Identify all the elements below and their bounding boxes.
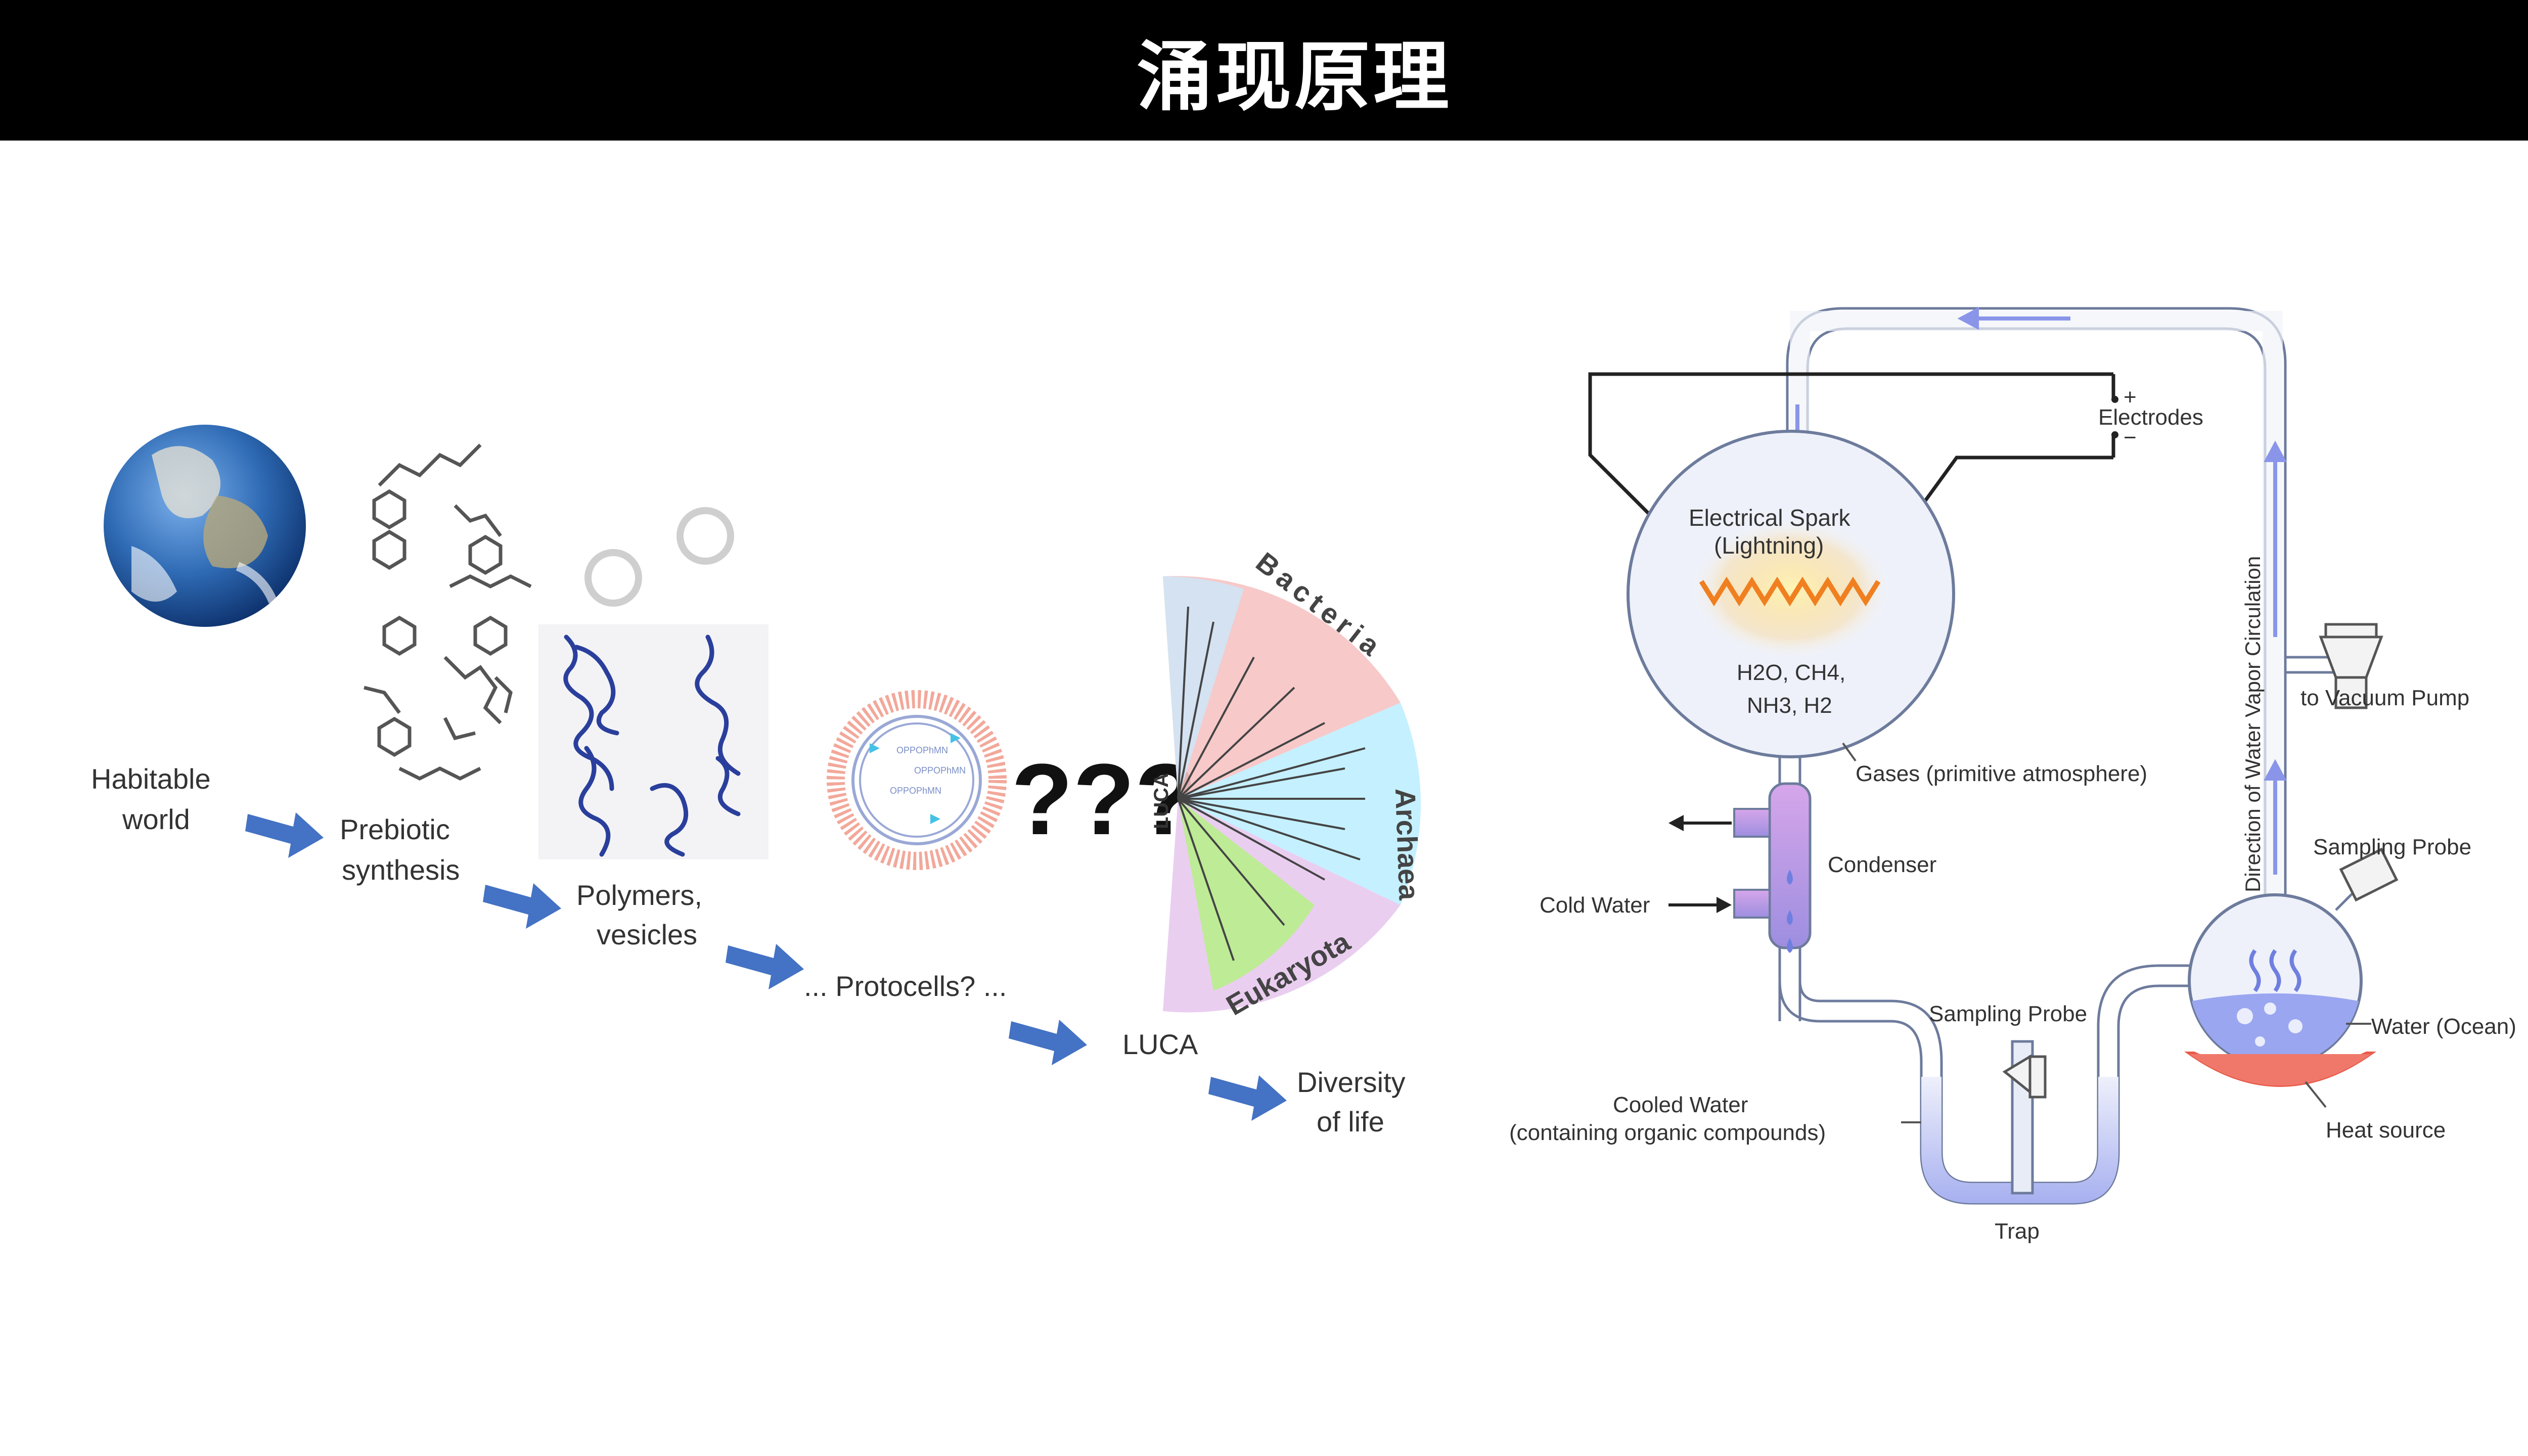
heat-source-icon (2184, 1052, 2376, 1087)
origin-of-life-diagram: OPPOPhMN OPPOPhMN OPPOPhMN ??? Bacteria … (91, 425, 1425, 1138)
spark-label-line1: Electrical Spark (1689, 505, 1851, 531)
prebiotic-molecules-image (364, 443, 532, 781)
stage-protocells-label: ... Protocells? ... (804, 970, 1007, 1002)
sampling-probe-label-1: Sampling Probe (1929, 1002, 2087, 1026)
earth-image (104, 425, 306, 627)
vacuum-pump-label: to Vacuum Pump (2300, 686, 2469, 710)
electrode-minus: − (2124, 425, 2137, 450)
svg-text:OPPOPhMN: OPPOPhMN (914, 765, 966, 776)
electrode-plus: + (2124, 385, 2137, 410)
arrow-5 (1208, 1075, 1287, 1121)
stage-arrows (245, 812, 1287, 1121)
heat-source-label: Heat source (2326, 1118, 2446, 1143)
condenser-label: Condenser (1828, 852, 1936, 877)
gases-atmosphere-label: Gases (primitive atmosphere) (1856, 761, 2147, 786)
cooled-water-line2: (containing organic compounds) (1509, 1120, 1826, 1145)
electrodes-label: Electrodes (2098, 405, 2203, 430)
title-bar: 涌现原理 (0, 0, 2528, 141)
stage-diversity-line1: Diversity (1297, 1066, 1406, 1098)
trap-label: Trap (1995, 1219, 2040, 1244)
steam-icon (2249, 949, 2301, 992)
page-title: 涌现原理 (1136, 32, 1452, 121)
stage-diversity-line2: of life (1317, 1106, 1384, 1138)
protocell-image: OPPOPhMN OPPOPhMN OPPOPhMN (827, 690, 1007, 870)
stage-luca-label: LUCA (1122, 1028, 1198, 1060)
cooled-water-line1: Cooled Water (1613, 1093, 1748, 1117)
spark-zigzag-icon (1699, 576, 1881, 607)
miller-urey-apparatus: Electrical Spark (Lightning) H2O, CH4, N… (1509, 307, 2516, 1244)
polymers-vesicles-image (538, 507, 769, 859)
arrow-3 (726, 944, 804, 989)
stage-polymers-line2: vesicles (597, 919, 697, 950)
sampling-probe-label-2: Sampling Probe (2313, 835, 2471, 859)
stage-habitable-line1: Habitable (91, 763, 211, 795)
arrow-1 (245, 812, 324, 858)
question-marks: ??? (1011, 743, 1197, 856)
trap-tube (1778, 964, 2215, 1205)
spark-flask (1627, 430, 1955, 758)
tree-of-life-image: Bacteria Archaea Eukaryota LUCA (1150, 546, 1425, 1022)
arrow-2 (483, 883, 561, 929)
circulation-direction-label: Direction of Water Vapor Circulation (2241, 556, 2265, 892)
gases-formula-line1: H2O, CH4, (1737, 660, 1845, 685)
gases-formula-line2: NH3, H2 (1747, 693, 1832, 718)
tree-luca-label: LUCA (1150, 773, 1172, 829)
vacuum-valve-icon (2319, 623, 2383, 709)
tree-archaea-label: Archaea (1389, 788, 1425, 901)
svg-text:OPPOPhMN: OPPOPhMN (890, 786, 941, 796)
stage-prebiotic-line2: synthesis (342, 854, 460, 886)
stage-polymers-line1: Polymers, (576, 879, 702, 911)
ocean-flask (2184, 847, 2399, 1087)
cold-water-label: Cold Water (1540, 893, 1650, 918)
condenser (1668, 756, 1812, 1021)
stage-prebiotic-line1: Prebiotic (340, 813, 450, 845)
leader-lines (1842, 742, 2371, 1123)
stage-habitable-line2: world (122, 803, 190, 835)
spark-label-line2: (Lightning) (1714, 532, 1824, 559)
water-ocean-label: Water (Ocean) (2371, 1014, 2516, 1039)
arrow-4 (1009, 1020, 1087, 1065)
svg-text:OPPOPhMN: OPPOPhMN (896, 745, 948, 755)
